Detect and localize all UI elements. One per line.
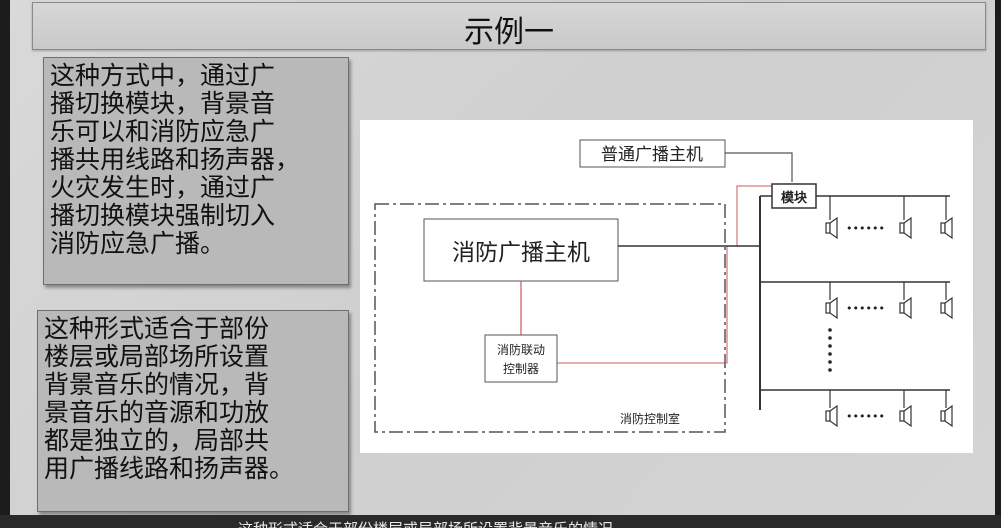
fire-host-label: 消防广播主机 (452, 240, 590, 266)
speaker-dots: •••••• (846, 302, 885, 315)
controller-label-2: 控制器 (503, 362, 539, 376)
normal-host-box (579, 139, 726, 168)
description-box-1: 这种方式中，通过广 播切换模块，背景音 乐可以和消防应急广 播共用线路和扬声器，… (43, 57, 349, 285)
normal-host-label: 普通广播主机 (601, 145, 703, 165)
slide-title: 示例一 (464, 15, 554, 50)
host-to-module-line (725, 152, 793, 182)
module-label: 模块 (781, 190, 808, 206)
branch-3-drops (829, 390, 947, 408)
branch-1-drops (829, 196, 947, 220)
module-box (771, 183, 817, 209)
control-room-label: 消防控制室 (620, 411, 680, 426)
speaker-dots: •••••• (846, 410, 885, 423)
speaker-icon (825, 405, 838, 427)
vertical-ellipsis (828, 328, 832, 372)
module-control-wire (736, 185, 772, 246)
speaker-icon (940, 405, 953, 427)
speaker-icon (825, 217, 838, 239)
description-box-2: 这种形式适合于部份 楼层或局部场所设置 背景音乐的情况，背 景音乐的音源和功放 … (37, 310, 349, 512)
speaker-icon (940, 217, 953, 239)
controller-box (484, 334, 558, 383)
wiring-diagram: 普通广播主机 消防控制室 消防广播主机 消防联动 控制器 模块 (360, 120, 973, 453)
controller-label-1: 消防联动 (497, 342, 545, 357)
controller-wire (557, 246, 728, 364)
speaker-icon (899, 297, 912, 319)
branch-2-drops (829, 282, 947, 300)
speaker-icon (825, 297, 838, 319)
wiring-diagram-svg: 普通广播主机 消防控制室 消防广播主机 消防联动 控制器 模块 (374, 139, 953, 433)
title-bar: 示例一 (32, 2, 986, 50)
speaker-icon (899, 217, 912, 239)
speaker-dots: •••••• (846, 222, 885, 235)
control-room-frame (374, 203, 726, 433)
speaker-icon (899, 405, 912, 427)
speaker-icon (940, 297, 953, 319)
